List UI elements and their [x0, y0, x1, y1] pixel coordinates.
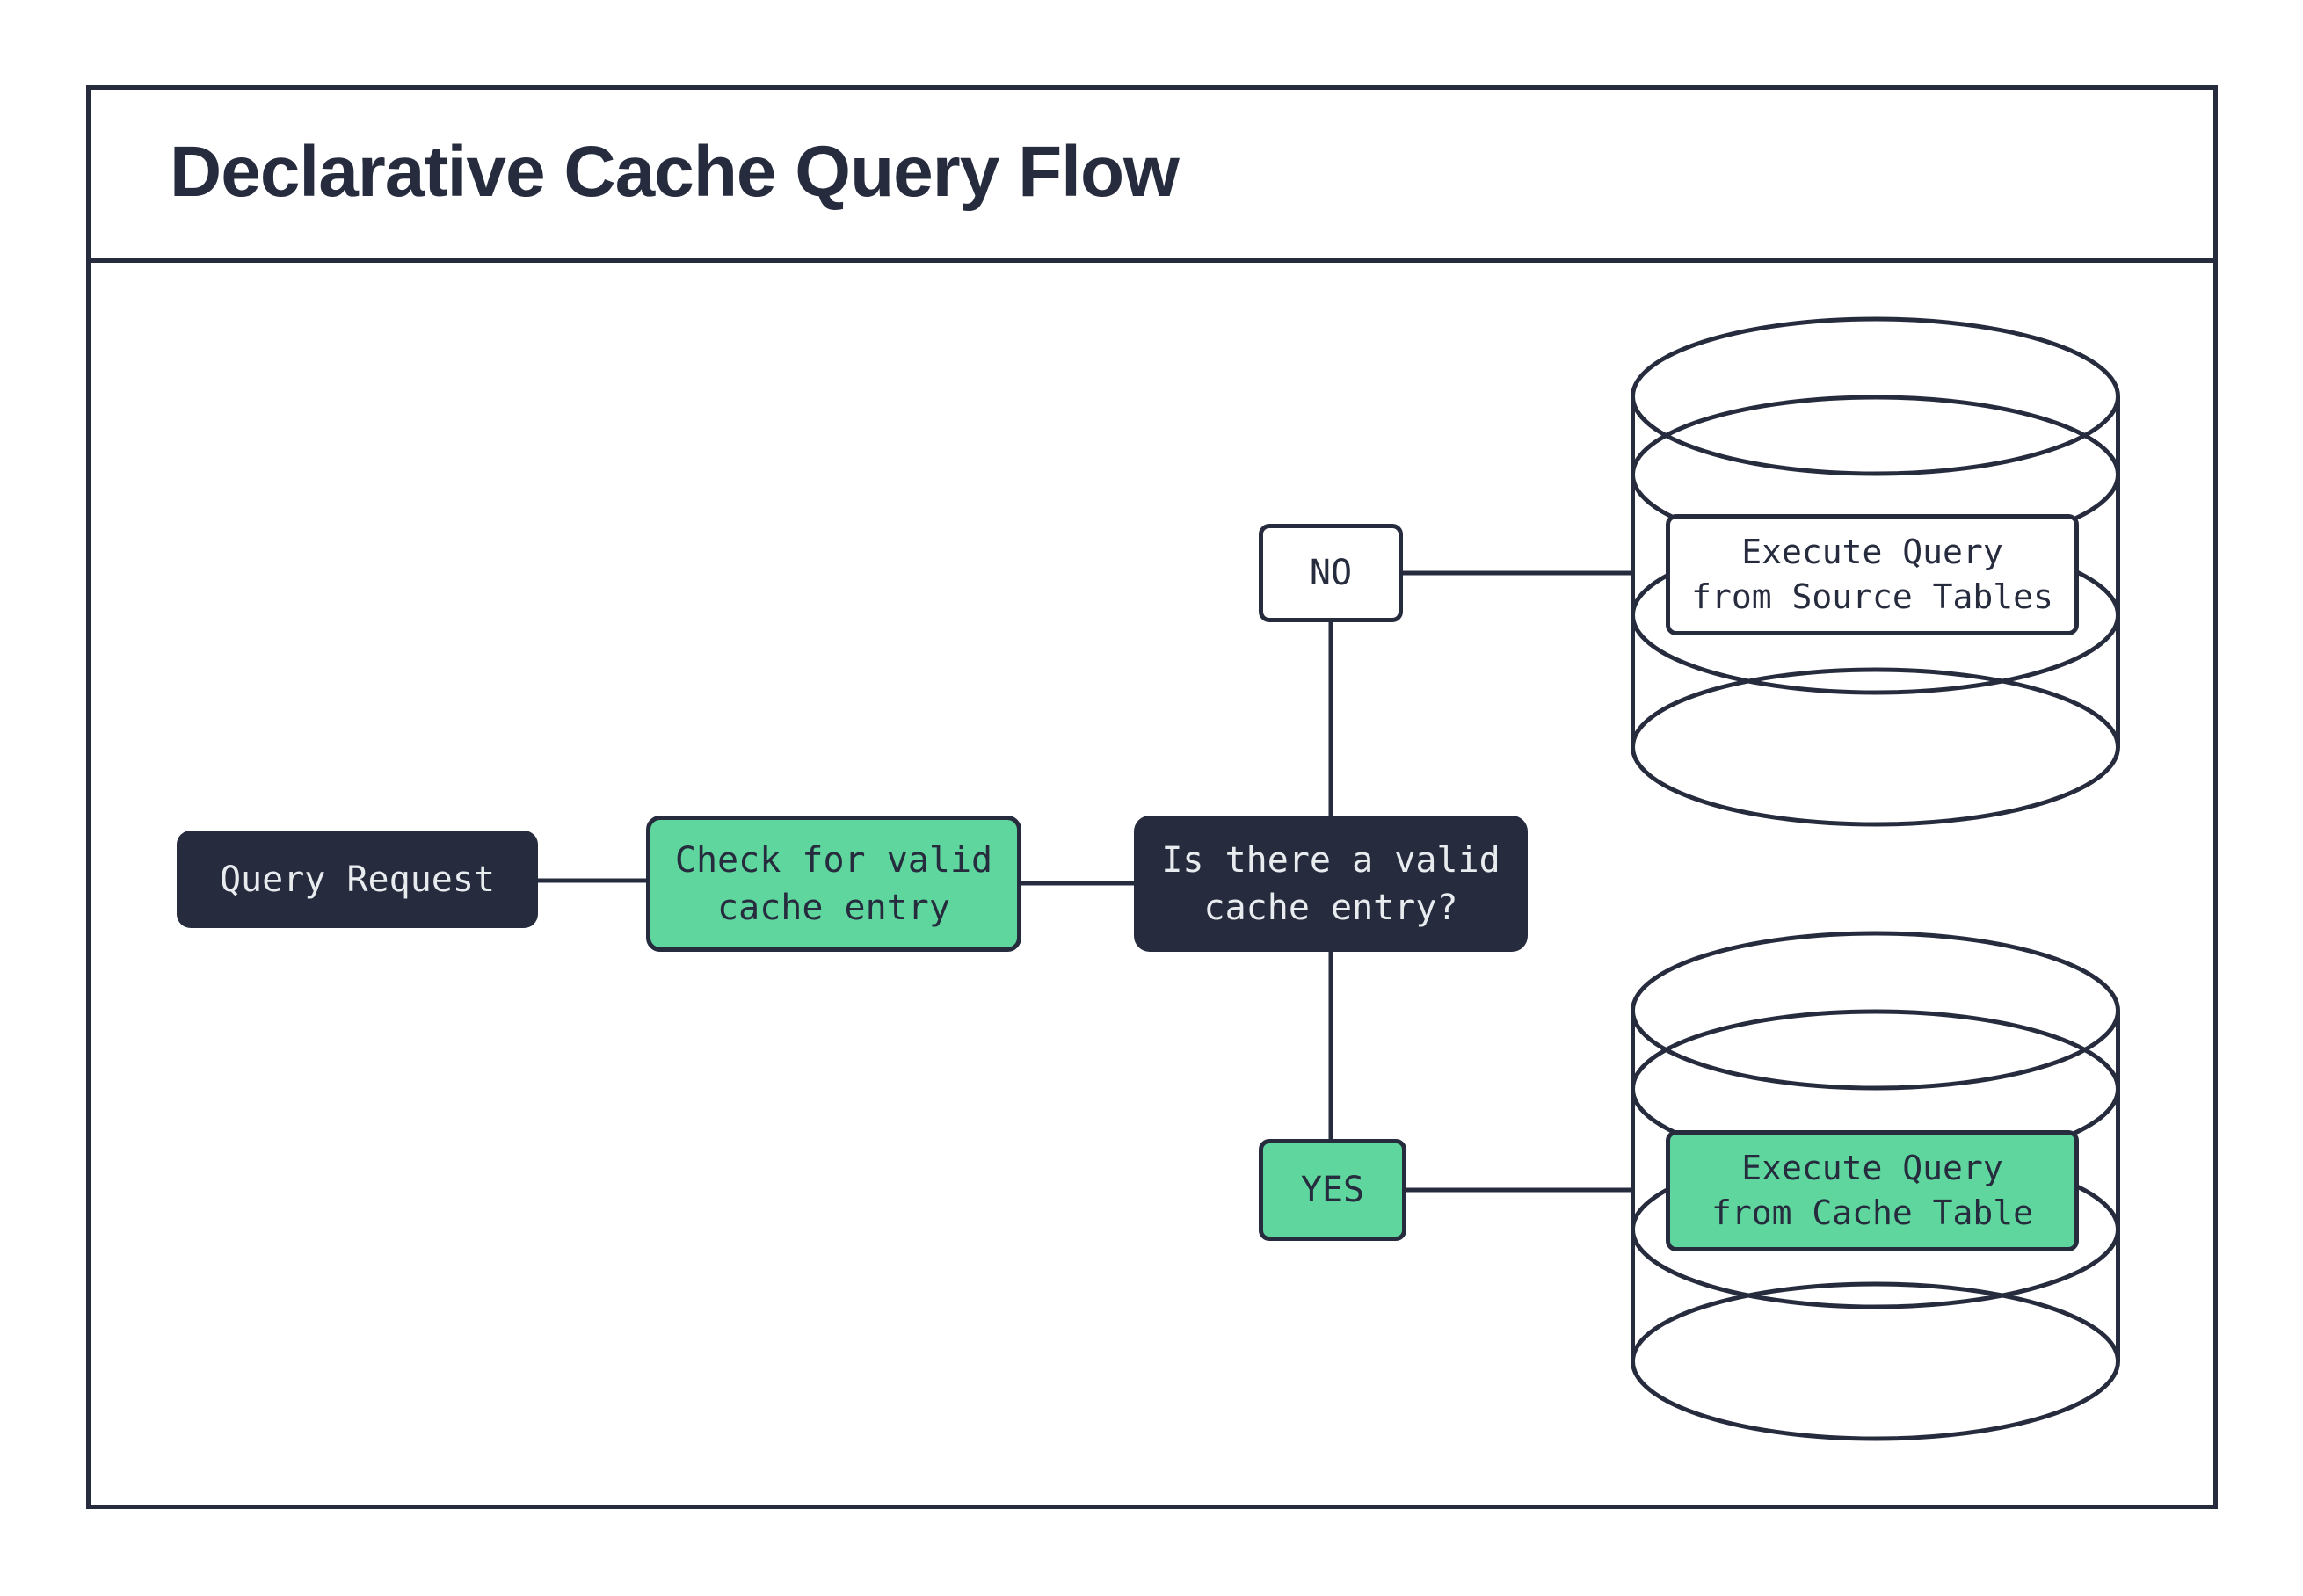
node-query-request: Query Request: [177, 831, 538, 928]
node-check-cache-label: Check for valid cache entry: [674, 839, 993, 928]
node-query-request-label: Query Request: [219, 859, 496, 900]
node-branch-yes-label: YES: [1300, 1170, 1365, 1210]
node-decision-label: Is there a valid cache entry?: [1161, 839, 1500, 928]
database-cylinder-source: [1631, 316, 2120, 827]
node-branch-no: NO: [1259, 524, 1403, 622]
node-cache-db-text: Execute Query from Cache Table: [1711, 1148, 2034, 1232]
node-source-db-label: Execute Query from Source Tables: [1666, 514, 2079, 635]
node-branch-yes: YES: [1259, 1139, 1406, 1241]
diagram-frame: [86, 85, 2218, 1509]
title-bar: Declarative Cache Query Flow: [86, 85, 2218, 263]
node-decision: Is there a valid cache entry?: [1134, 816, 1528, 952]
node-cache-db-label: Execute Query from Cache Table: [1666, 1130, 2079, 1251]
database-cylinder-cache: [1631, 931, 2120, 1441]
node-source-db-text: Execute Query from Source Tables: [1691, 532, 2053, 616]
page-title: Declarative Cache Query Flow: [170, 131, 1180, 212]
node-branch-no-label: NO: [1309, 553, 1353, 593]
node-check-cache: Check for valid cache entry: [646, 816, 1021, 952]
